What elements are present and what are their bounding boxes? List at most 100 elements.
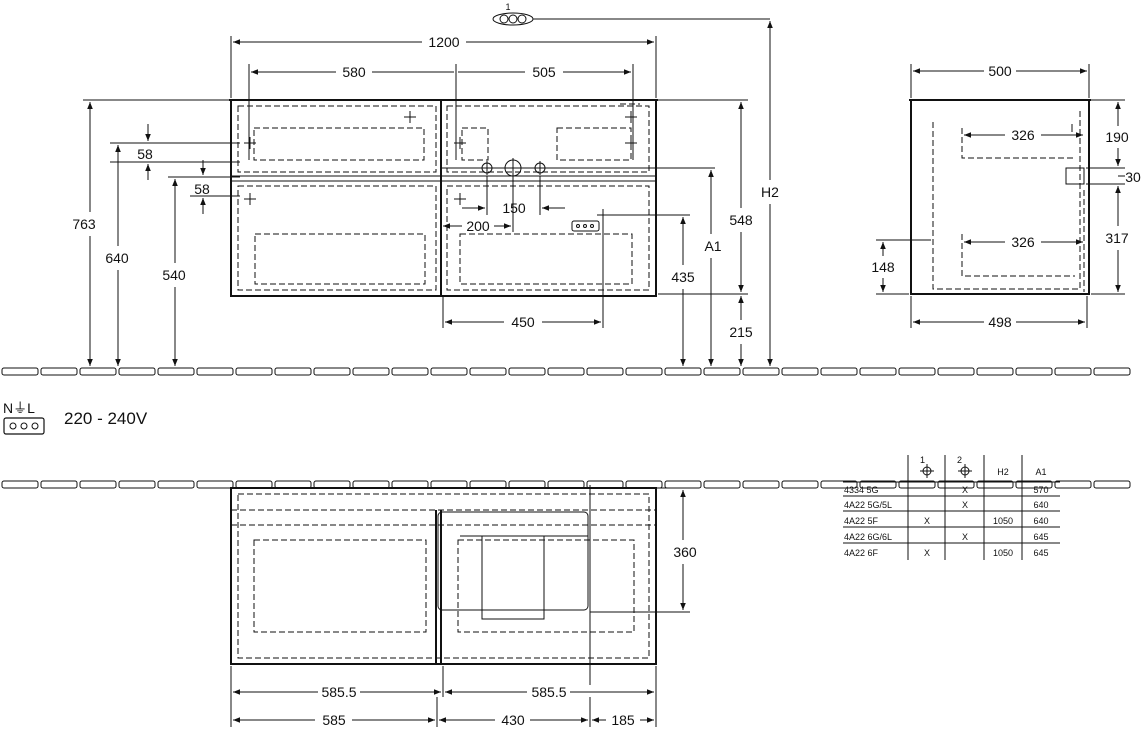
tile [664, 480, 702, 489]
tile [1093, 480, 1131, 489]
socket-offset-450-label: 450 [511, 314, 535, 330]
half-right-585-5-label: 585.5 [531, 684, 566, 700]
side-view [876, 64, 1125, 328]
depth-500-label: 500 [988, 63, 1012, 79]
front-view-labels: 1200 580 505 763 640 540 58 58 150 200 4… [72, 2, 779, 340]
tile [742, 480, 780, 489]
floor-tile-strip-front [1, 367, 1131, 376]
row-a1: 645 [1033, 532, 1048, 542]
power-connection: N⏚L 220 - 240V [3, 400, 148, 435]
row-code: 4A22 5F [844, 516, 879, 526]
row-h2: 1050 [993, 516, 1013, 526]
tile [313, 367, 351, 376]
tile [391, 480, 429, 489]
tile [976, 367, 1014, 376]
tile [937, 480, 975, 489]
row-tap2: X [962, 532, 968, 542]
height-317-label: 317 [1105, 230, 1129, 246]
height-548-label: 548 [729, 212, 753, 228]
tile [703, 367, 741, 376]
tile [898, 480, 936, 489]
tile [352, 480, 390, 489]
height-190-label: 190 [1105, 129, 1129, 145]
depth-498-label: 498 [988, 314, 1012, 330]
row-h2: 1050 [993, 548, 1013, 558]
inner-326-bottom-label: 326 [1011, 234, 1035, 250]
table-row: 4A22 6F X 1050 645 [844, 548, 1049, 558]
tile [547, 480, 585, 489]
depth-360-label: 360 [673, 544, 697, 560]
tile [625, 480, 663, 489]
height-148-label: 148 [871, 259, 895, 275]
tile [664, 367, 702, 376]
table-row: 4A22 5G/5L X 640 [844, 500, 1049, 510]
front-view [83, 12, 773, 366]
tile [586, 367, 624, 376]
width-1200-label: 1200 [428, 34, 459, 50]
offset-58-lower-label: 58 [194, 181, 210, 197]
tile [1, 367, 39, 376]
tile [703, 480, 741, 489]
tile [547, 367, 585, 376]
tile [1015, 367, 1053, 376]
row-code: 4A22 6G/6L [844, 532, 892, 542]
col-tap-1-header: 1 [920, 455, 925, 465]
row-code: 4A22 5G/5L [844, 500, 892, 510]
tile [196, 367, 234, 376]
row-a1: 640 [1033, 516, 1048, 526]
segment-585-label: 585 [322, 712, 346, 728]
tap-offset-200-label: 200 [466, 218, 490, 234]
tile [508, 480, 546, 489]
tile [40, 367, 78, 376]
offset-580-label: 580 [342, 64, 366, 80]
offset-58-top-label: 58 [137, 146, 153, 162]
tile [1093, 367, 1131, 376]
row-a1: 640 [1033, 500, 1048, 510]
row-tap2: X [962, 500, 968, 510]
tile [1054, 480, 1092, 489]
tile [313, 480, 351, 489]
a1-label: A1 [704, 238, 721, 254]
wall-tile-strip-top [1, 480, 1131, 489]
row-tap2: X [962, 485, 968, 495]
tile [742, 367, 780, 376]
tile [820, 367, 858, 376]
height-640-label: 640 [105, 250, 129, 266]
tile [1, 480, 39, 489]
height-30-label: 30 [1125, 169, 1141, 185]
tile [352, 367, 390, 376]
tile [937, 367, 975, 376]
tap-spacing-150-label: 150 [502, 200, 526, 216]
row-tap1: X [924, 516, 930, 526]
tile [118, 480, 156, 489]
side-view-labels: 500 498 326 326 190 30 317 148 [871, 63, 1141, 330]
tile [157, 367, 195, 376]
tile [196, 480, 234, 489]
tile [469, 367, 507, 376]
power-terminals-label: N⏚L [3, 400, 35, 416]
row-a1: 645 [1033, 548, 1048, 558]
tile [1015, 480, 1053, 489]
tile [859, 480, 897, 489]
col-tap-2-header: 2 [957, 455, 962, 465]
table-row: 4A22 5F X 1050 640 [844, 516, 1049, 526]
tile [820, 480, 858, 489]
tile [469, 480, 507, 489]
top-view [230, 485, 690, 727]
voltage-label: 220 - 240V [64, 409, 148, 428]
socket-height-435-label: 435 [671, 269, 695, 285]
tile [40, 480, 78, 489]
segment-185-label: 185 [611, 712, 635, 728]
tile [586, 480, 624, 489]
segment-430-label: 430 [501, 712, 525, 728]
row-code: 4334 5G [844, 485, 879, 495]
table-row: 4A22 6G/6L X 645 [844, 532, 1049, 542]
tile [79, 367, 117, 376]
floor-gap-215-label: 215 [729, 324, 753, 340]
tile [898, 367, 936, 376]
tile [157, 480, 195, 489]
tile [859, 367, 897, 376]
row-tap1: X [924, 548, 930, 558]
tile [976, 480, 1014, 489]
